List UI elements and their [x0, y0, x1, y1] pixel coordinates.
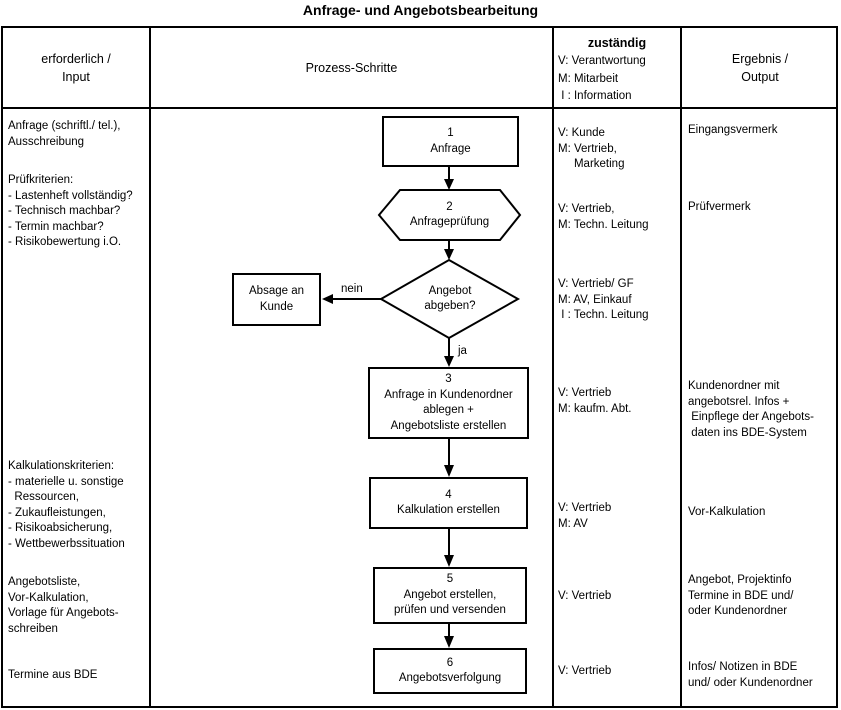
output-eingangsvermerk: Eingangsvermerk — [688, 124, 778, 136]
output-vor-kalkulation: Vor-Kalkulation — [688, 506, 766, 518]
step2-hexagon-text: 2 Anfrageprüfung — [379, 190, 520, 240]
arrowhead-step2-decision — [444, 249, 454, 260]
responsible-step4: V: Vertrieb M: AV — [558, 502, 612, 530]
input-angebotsliste: Angebotsliste, Vor-Kalkulation, Vorlage … — [8, 576, 119, 635]
responsible-step6: V: Vertrieb — [558, 665, 612, 677]
step2-hexagon — [377, 189, 522, 241]
header-row-divider — [1, 107, 838, 109]
arrowhead-decision-step3 — [444, 356, 454, 367]
step1-label: Anfrage — [430, 142, 471, 155]
step4-box: 4 Kalkulation erstellen — [369, 477, 528, 529]
responsible-step1: V: Kunde M: Vertrieb, Marketing — [558, 127, 625, 170]
step6-label: Angebotsverfolgung — [398, 672, 502, 684]
column-divider-input-process — [149, 26, 151, 708]
column-divider-responsible-output — [680, 26, 682, 708]
arrowhead-step1-step2 — [444, 179, 454, 190]
input-termine-bde: Termine aus BDE — [8, 669, 98, 681]
arrowhead-decision-reject — [322, 294, 333, 304]
arrowhead-step4-step5 — [444, 555, 454, 567]
responsible-step3: V: Vertrieb M: kaufm. Abt. — [558, 387, 632, 415]
responsible-decision: V: Vertrieb/ GF M: AV, Einkauf I : Techn… — [558, 278, 649, 321]
input-kalkulationskriterien: Kalkulationskriterien: - materielle u. s… — [8, 460, 125, 550]
step4-label: Kalkulation erstellen — [397, 504, 500, 516]
step4-number: 4 — [445, 488, 452, 501]
decision-yes-label: ja — [458, 345, 467, 357]
reject-box: Absage an Kunde — [232, 273, 321, 326]
responsible-title: zuständig — [587, 36, 647, 50]
output-pruefvermerk: Prüfvermerk — [688, 201, 751, 213]
output-angebot-projektinfo: Angebot, Projektinfo Termine in BDE und/… — [688, 574, 794, 617]
responsible-step2: V: Vertrieb, M: Techn. Leitung — [558, 203, 649, 231]
step2-label: Anfrageprüfung — [409, 216, 490, 228]
diagram-title: Anfrage- und Angebotsbearbeitung — [302, 2, 539, 18]
arrowhead-step5-step6 — [444, 636, 454, 648]
column-divider-process-responsible — [552, 26, 554, 708]
header-process-steps: Prozess-Schritte — [305, 60, 398, 75]
decision-no-label: nein — [341, 283, 363, 295]
step6-number: 6 — [446, 656, 454, 669]
step3-number: 3 — [445, 373, 452, 385]
step6-box: 6 Angebotsverfolgung — [373, 648, 527, 694]
table-outer-border — [1, 26, 838, 708]
step1-number: 1 — [447, 127, 454, 139]
step5-box: 5 Angebot erstellen, prüfen und versende… — [373, 567, 527, 624]
output-kundenordner: Kundenordner mit angebotsrel. Infos + Ei… — [688, 380, 814, 439]
header-responsible: zuständig V: Verantwortung M: Mitarbeit … — [554, 28, 680, 107]
arrowhead-step3-step4 — [444, 465, 454, 477]
step3-label: Anfrage in Kundenordner ablegen + Angebo… — [384, 388, 513, 432]
step5-number: 5 — [446, 573, 454, 586]
output-infos-notizen: Infos/ Notizen in BDE und/ oder Kundenor… — [688, 661, 813, 689]
input-pruefkriterien: Prüfkriterien: - Lastenheft vollständig?… — [8, 174, 133, 248]
step1-box: 1 Anfrage — [382, 116, 519, 167]
header-output: Ergebnis / Output — [731, 51, 789, 84]
step5-label: Angebot erstellen, prüfen und versenden — [394, 588, 506, 617]
step2-number: 2 — [446, 200, 453, 213]
input-anfrage: Anfrage (schriftl./ tel.), Ausschreibung — [8, 120, 121, 148]
header-input: erforderlich / Input — [41, 51, 111, 84]
responsible-legend: V: Verantwortung M: Mitarbeit I : Inform… — [558, 55, 646, 102]
step3-box: 3 Anfrage in Kundenordner ablegen + Ange… — [368, 367, 529, 439]
decision-label: Angebot abgeben? — [424, 284, 476, 313]
responsible-step5: V: Vertrieb — [558, 590, 612, 602]
